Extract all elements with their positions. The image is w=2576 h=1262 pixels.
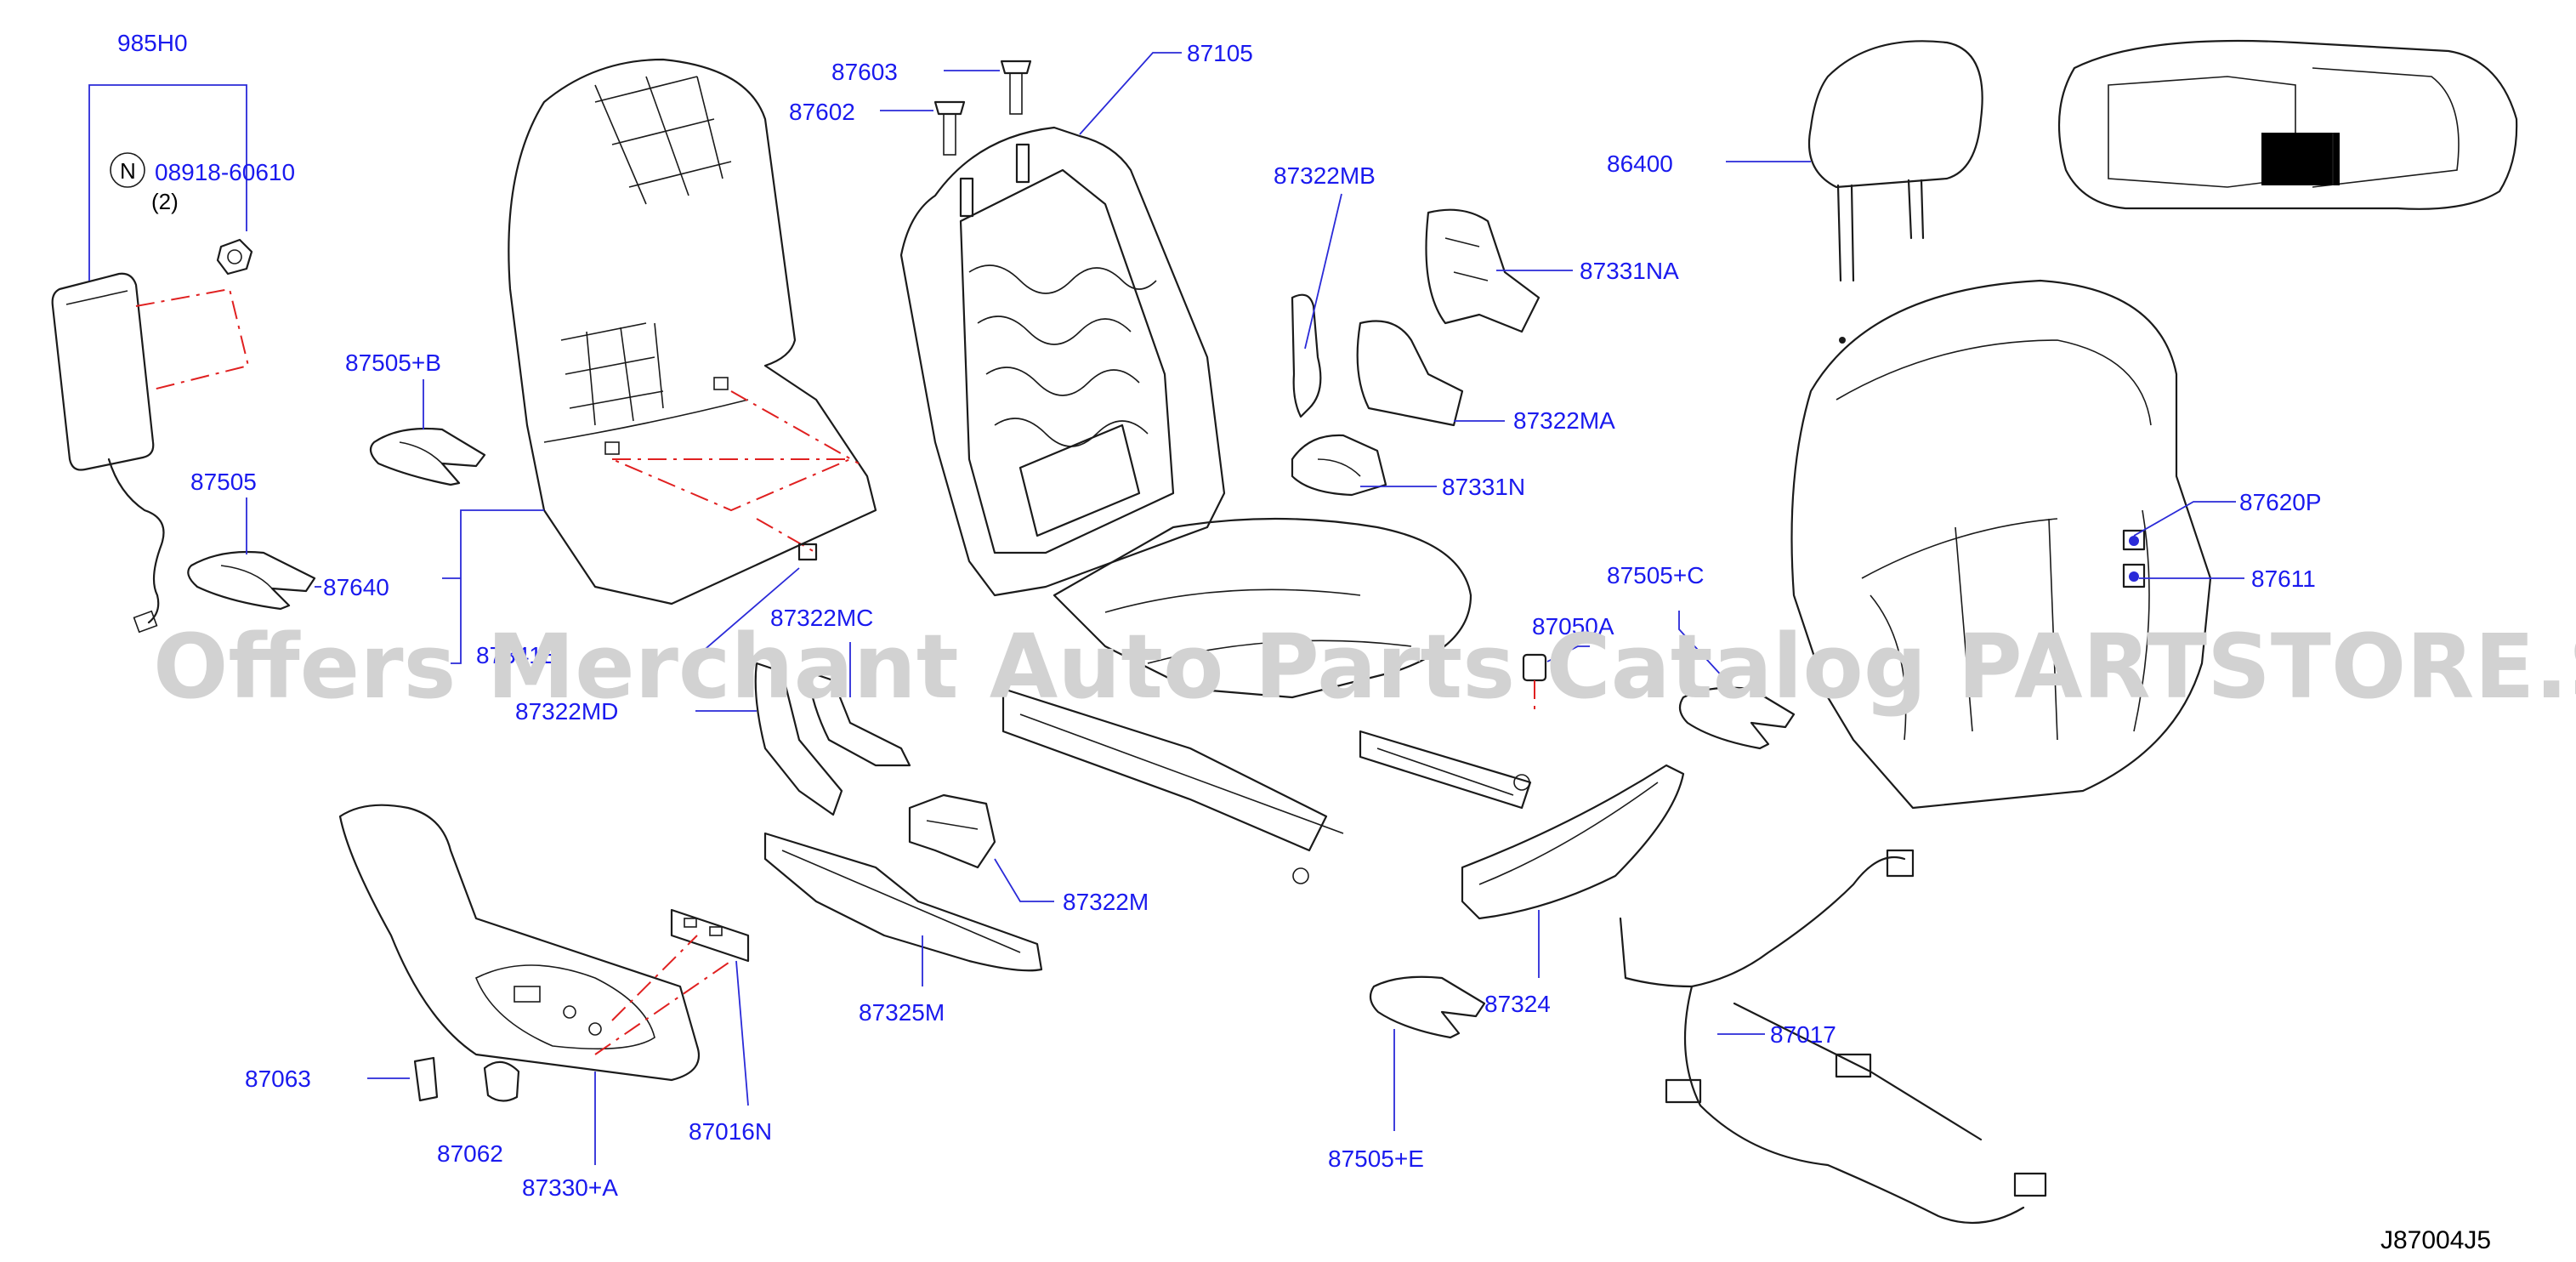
label-87062[interactable]: 87062 (437, 1140, 503, 1167)
leader-87620p (2133, 501, 2236, 537)
part-87505e[interactable] (1369, 975, 1486, 1039)
label-08918-60610[interactable]: 08918-60610 (155, 159, 295, 185)
label-87505e[interactable]: 87505+E (1328, 1145, 1424, 1172)
label-87322mb[interactable]: 87322MB (1274, 162, 1376, 189)
label-87324[interactable]: 87324 (1484, 991, 1551, 1017)
switch-87016n[interactable] (670, 908, 750, 963)
label-87341e[interactable]: 87341E (476, 642, 559, 668)
label-87620p[interactable]: 87620P (2239, 489, 2322, 515)
knob-87062[interactable] (483, 1060, 520, 1102)
label-985H0[interactable]: 985H0 (117, 30, 188, 56)
hog-ring-clip[interactable] (797, 543, 818, 561)
trim-cover-hog-ring-dash (611, 458, 851, 512)
knob-87063[interactable] (413, 1056, 439, 1102)
label-87322ma[interactable]: 87322MA (1513, 407, 1615, 434)
watermark: Offers Merchant Auto Parts Catalog PARTS… (153, 615, 2576, 719)
label-87322md[interactable]: 87322MD (515, 698, 618, 725)
part-87505b[interactable] (369, 427, 486, 486)
leader-87105 (1079, 52, 1182, 135)
label-87016n[interactable]: 87016N (689, 1118, 772, 1145)
label-quantity: (2) (151, 189, 179, 214)
nut-fastener[interactable] (216, 238, 253, 276)
label-87322mc[interactable]: 87322MC (770, 605, 873, 631)
label-87505c[interactable]: 87505+C (1607, 562, 1704, 588)
wire-harness-87017[interactable] (1619, 849, 2047, 1225)
switch-87611[interactable] (2122, 563, 2146, 588)
part-87325m[interactable] (763, 832, 1043, 972)
part-87322mc[interactable] (806, 670, 911, 767)
seatback-trim-cover[interactable] (508, 58, 877, 605)
part-87331na[interactable] (1425, 208, 1540, 333)
switch-87620p[interactable] (2122, 529, 2146, 551)
seatback-cover-right[interactable] (1790, 279, 2212, 810)
label-87050a[interactable]: 87050A (1532, 613, 1614, 640)
label-87505b[interactable]: 87505+B (345, 350, 441, 376)
leader-87322mb (1304, 193, 1342, 350)
vehicle-location-icon (2057, 39, 2518, 210)
headrest-guide-87602[interactable] (933, 100, 966, 156)
label-87017[interactable]: 87017 (1770, 1021, 1836, 1048)
part-87322m[interactable] (908, 793, 996, 869)
part-87050a[interactable] (1522, 653, 1547, 714)
side-airbag-module[interactable] (51, 272, 250, 634)
n-symbol-circle (110, 152, 145, 188)
n-symbol: N (120, 158, 136, 184)
leader-87340-bracket (451, 509, 544, 664)
part-87331n[interactable] (1291, 434, 1387, 497)
leader-87322m (994, 858, 1054, 902)
label-87331na[interactable]: 87331NA (1580, 258, 1679, 284)
side-cover-87330a[interactable] (338, 804, 701, 1082)
leader-985H0 (88, 84, 247, 281)
part-87505-87640[interactable] (187, 550, 316, 611)
label-87105[interactable]: 87105 (1187, 40, 1253, 66)
diagram-code: J87004J5 (2380, 1226, 2491, 1254)
label-87322m[interactable]: 87322M (1063, 889, 1149, 915)
part-87322mb[interactable] (1291, 293, 1322, 418)
label-87505[interactable]: 87505 (190, 469, 257, 495)
label-87640[interactable]: 87640 (323, 574, 389, 600)
part-87324[interactable] (1461, 764, 1685, 920)
label-87611[interactable]: 87611 (2251, 566, 2316, 592)
label-87063[interactable]: 87063 (245, 1066, 311, 1092)
part-87322md[interactable] (754, 662, 843, 816)
label-86400[interactable]: 86400 (1607, 151, 1673, 177)
label-87603[interactable]: 87603 (831, 59, 898, 85)
headrest-guide-87603[interactable] (1000, 60, 1032, 115)
trim-cover-dash-2 (730, 390, 860, 554)
label-87325m[interactable]: 87325M (859, 999, 945, 1026)
label-87331n[interactable]: 87331N (1442, 474, 1525, 500)
leader-87505c (1678, 611, 1727, 681)
part-87505c[interactable] (1678, 686, 1796, 750)
leader-87016n (735, 960, 749, 1106)
part-87322ma[interactable] (1356, 320, 1464, 427)
label-87602[interactable]: 87602 (789, 99, 855, 125)
leader-8734xE (688, 567, 800, 664)
label-87330a[interactable]: 87330+A (522, 1174, 618, 1201)
leader-87050a (1546, 645, 1590, 662)
seat-frame-assembly[interactable] (899, 126, 1532, 884)
headrest-86400[interactable] (1807, 40, 1983, 282)
switch-mounting-dash (594, 935, 732, 1055)
